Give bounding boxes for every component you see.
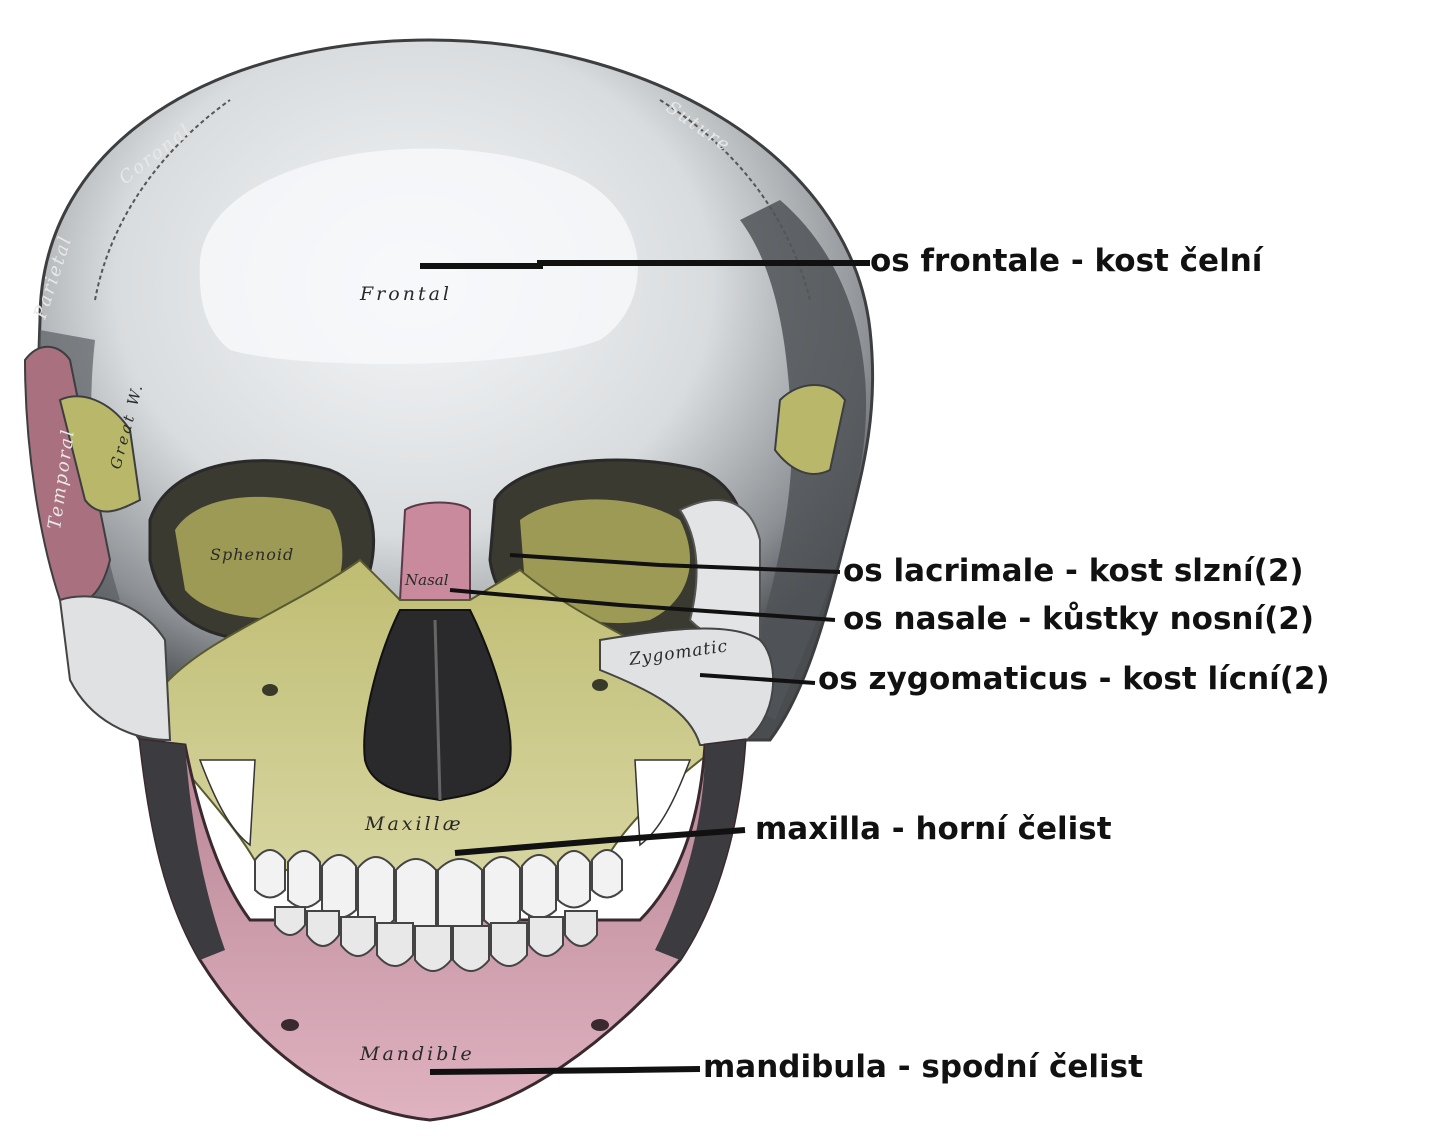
label-mandibula: mandibula - spodní čelist xyxy=(703,1049,1143,1085)
label-os-nasale: os nasale - kůstky nosní(2) xyxy=(843,601,1314,637)
engraved-mandible: Mandible xyxy=(359,1043,475,1065)
engraved-nasal: Nasal xyxy=(404,571,449,589)
label-os-lacrimale: os lacrimale - kost slzní(2) xyxy=(843,553,1304,589)
engraved-frontal: Frontal xyxy=(359,283,452,305)
label-os-zygomaticus: os zygomaticus - kost lícní(2) xyxy=(818,661,1330,697)
leader-mandibula xyxy=(430,1069,700,1072)
engraved-sphenoid: Sphenoid xyxy=(210,545,294,564)
engraved-maxillae: Maxillæ xyxy=(364,813,464,835)
label-os-frontale: os frontale - kost čelní xyxy=(870,243,1264,279)
leader-frontale xyxy=(420,263,870,266)
label-maxilla: maxilla - horní čelist xyxy=(755,811,1112,847)
